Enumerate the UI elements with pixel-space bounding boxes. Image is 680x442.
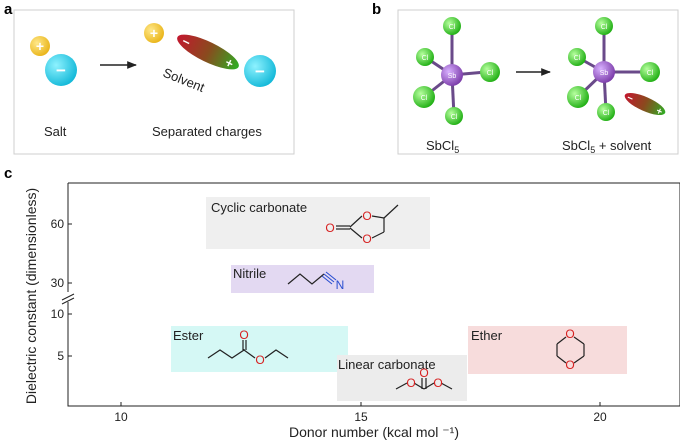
panel-b-letter: b bbox=[372, 1, 381, 18]
sbcl5-molecule-left: Sb Cl Cl Cl Cl Cl bbox=[413, 17, 500, 125]
chlorine-atom-icon bbox=[445, 107, 463, 125]
chlorine-atom-icon bbox=[568, 48, 586, 66]
separated-anion-ball bbox=[244, 55, 276, 87]
solvent-dipole: − + bbox=[177, 34, 239, 72]
panel-c-letter: c bbox=[4, 165, 12, 182]
separated-charges-label: Separated charges bbox=[152, 124, 262, 139]
panel-b-frame bbox=[397, 9, 679, 155]
salt-label: Salt bbox=[44, 124, 67, 139]
cyclic-carbonate-structure-icon: O O O bbox=[325, 204, 399, 246]
label-linear-carbonate: Linear carbonate bbox=[338, 357, 436, 372]
plot-frame bbox=[67, 182, 680, 407]
svg-text:Cl: Cl bbox=[451, 114, 458, 121]
panel-c: c 60 30 10 5 bbox=[4, 165, 680, 440]
chlorine-atom-icon bbox=[413, 86, 435, 108]
y-tick-label: 10 bbox=[51, 307, 65, 321]
linear-carbonate-structure-icon: O O O bbox=[395, 366, 453, 390]
solvent-dipole-small: − + bbox=[624, 93, 666, 118]
svg-text:Cl: Cl bbox=[422, 55, 429, 62]
svg-text:Cl: Cl bbox=[574, 55, 581, 62]
svg-text:O: O bbox=[362, 209, 371, 223]
svg-text:O: O bbox=[325, 221, 334, 235]
x-tick-label: 20 bbox=[593, 410, 607, 424]
region-ether bbox=[468, 326, 627, 374]
svg-text:−: − bbox=[625, 93, 635, 105]
y-axis-title: Dielectric constant (dimensionless) bbox=[23, 188, 39, 404]
panel-a: a + − + − + Solvent − Salt Separated cha… bbox=[4, 1, 295, 155]
svg-text:Cl: Cl bbox=[449, 24, 456, 31]
svg-text:O: O bbox=[255, 353, 264, 367]
ether-structure-icon: O O bbox=[556, 327, 585, 372]
y-tick-label: 30 bbox=[51, 276, 65, 290]
panel-b: b Sb Cl Cl Cl Cl Cl bbox=[372, 1, 679, 155]
antimony-atom-icon bbox=[441, 64, 463, 86]
svg-text:O: O bbox=[565, 327, 574, 341]
panel-a-letter: a bbox=[4, 1, 13, 18]
svg-text:O: O bbox=[239, 328, 248, 342]
svg-text:Cl: Cl bbox=[603, 110, 610, 117]
svg-text:Cl: Cl bbox=[487, 70, 494, 77]
region-cyclic-carbonate bbox=[206, 197, 430, 249]
x-tick-label: 15 bbox=[354, 410, 368, 424]
separated-anion-minus: − bbox=[255, 62, 265, 81]
svg-text:Cl: Cl bbox=[421, 95, 428, 102]
chlorine-atom-icon bbox=[480, 62, 500, 82]
label-ester: Ester bbox=[173, 328, 204, 343]
svg-text:N: N bbox=[336, 278, 345, 292]
separated-cation-ball bbox=[144, 23, 164, 43]
svg-text:Cl: Cl bbox=[601, 24, 608, 31]
chlorine-atom-icon bbox=[640, 62, 660, 82]
chlorine-atom-icon bbox=[567, 86, 589, 108]
chlorine-atom-icon bbox=[595, 17, 613, 35]
svg-text:O: O bbox=[433, 376, 442, 390]
svg-text:Sb: Sb bbox=[600, 70, 609, 77]
sbcl5-molecule-right: Sb Cl Cl Cl Cl Cl − + bbox=[567, 17, 666, 121]
cation-ball bbox=[30, 36, 50, 56]
svg-text:Cl: Cl bbox=[647, 70, 654, 77]
y-tick-label: 60 bbox=[51, 217, 65, 231]
chlorine-atom-icon bbox=[443, 17, 461, 35]
label-cyclic-carbonate: Cyclic carbonate bbox=[211, 200, 307, 215]
svg-text:O: O bbox=[419, 366, 428, 380]
label-nitrile: Nitrile bbox=[233, 266, 266, 281]
nitrile-structure-icon: N bbox=[287, 271, 345, 292]
svg-text:O: O bbox=[565, 358, 574, 372]
antimony-atom-icon bbox=[593, 61, 615, 83]
region-nitrile bbox=[231, 265, 374, 293]
anion-ball bbox=[45, 54, 77, 86]
chlorine-atom-icon bbox=[597, 103, 615, 121]
svg-text:+: + bbox=[654, 106, 664, 118]
y-tick-label: 5 bbox=[57, 349, 64, 363]
axis-break-icon bbox=[61, 293, 75, 305]
svg-text:O: O bbox=[362, 232, 371, 246]
sbcl5-label: SbCl5 bbox=[426, 138, 459, 155]
label-ether: Ether bbox=[471, 328, 503, 343]
region-ester bbox=[171, 326, 348, 372]
svg-text:O: O bbox=[406, 376, 415, 390]
x-axis-title: Donor number (kcal mol ⁻¹) bbox=[289, 424, 459, 440]
svg-text:Cl: Cl bbox=[575, 95, 582, 102]
sbcl5-solvent-label: SbCl5 + solvent bbox=[562, 138, 652, 155]
cation-plus-sign: + bbox=[36, 38, 44, 54]
separated-cation-plus: + bbox=[150, 25, 158, 41]
svg-text:Sb: Sb bbox=[448, 73, 457, 80]
anion-minus-sign: − bbox=[56, 61, 66, 80]
x-tick-label: 10 bbox=[114, 410, 128, 424]
region-linear-carbonate bbox=[337, 355, 467, 401]
chlorine-atom-icon bbox=[416, 48, 434, 66]
ester-structure-icon: O O bbox=[207, 328, 289, 367]
